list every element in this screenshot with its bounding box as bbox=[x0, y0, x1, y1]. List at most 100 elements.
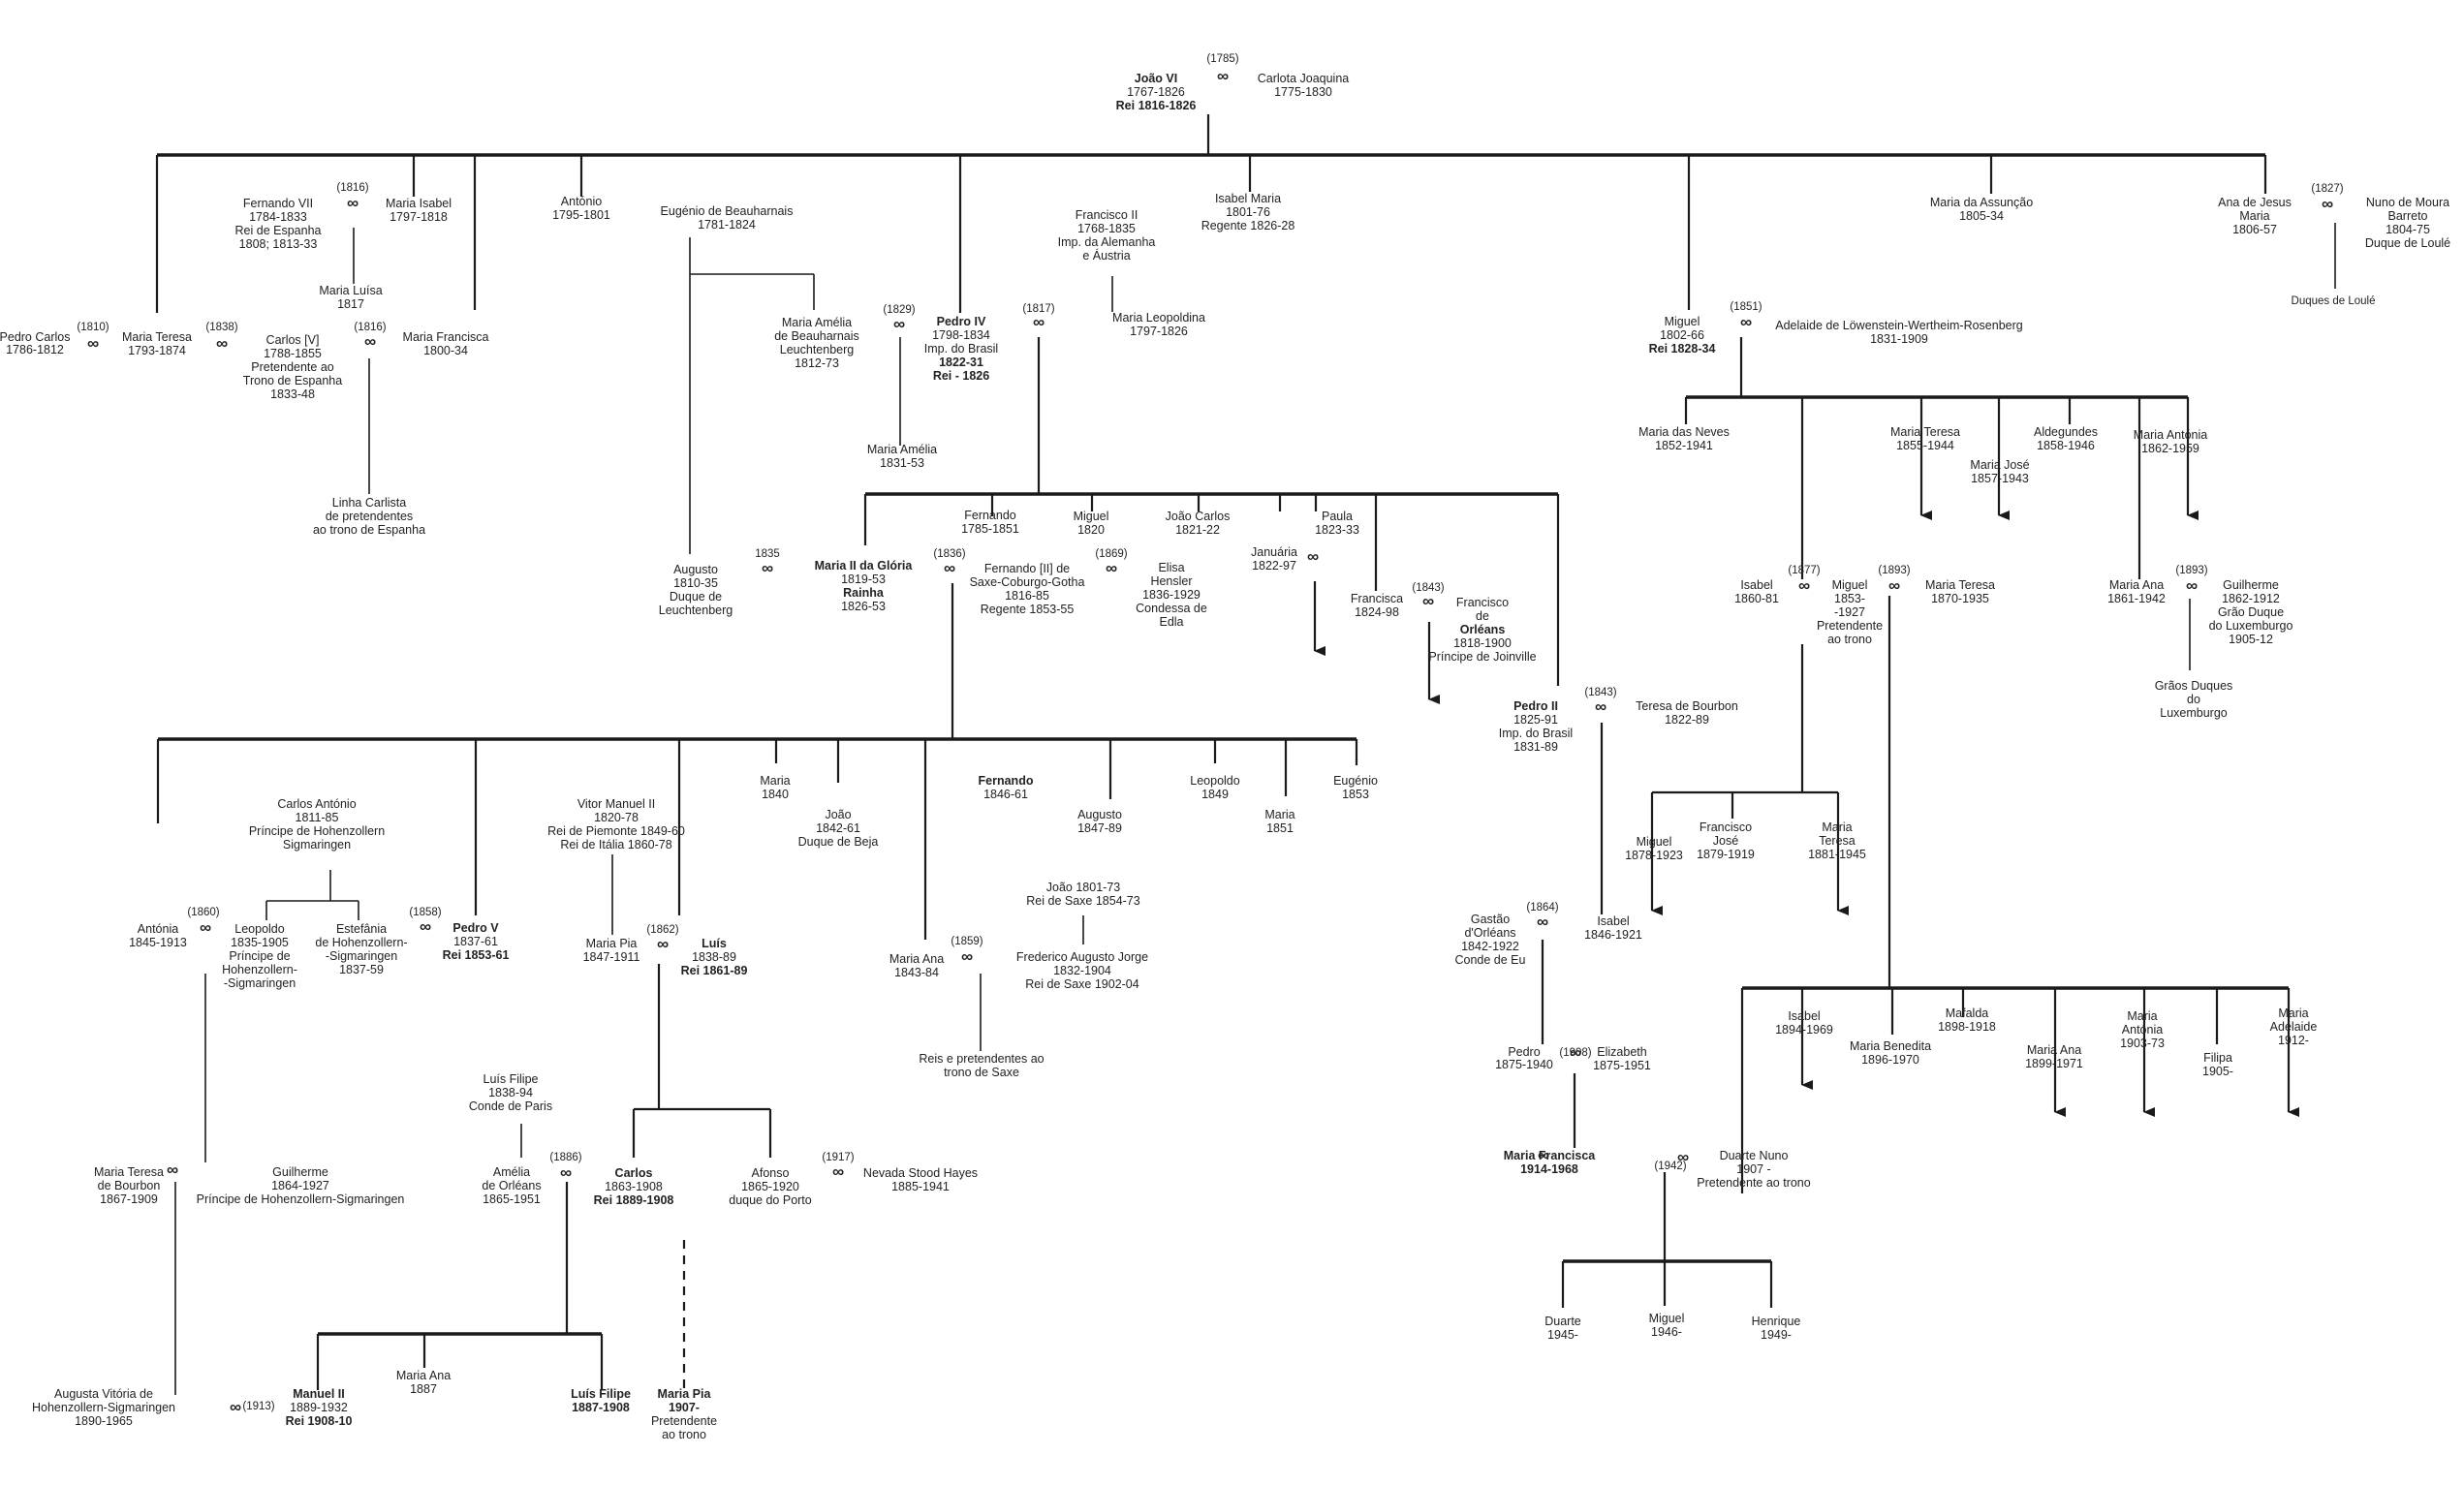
marriage-symbol: ∞ bbox=[1740, 313, 1752, 331]
person-line: 1853- bbox=[1834, 592, 1865, 605]
marriage-symbol: ∞ bbox=[216, 334, 228, 353]
marriage-year-m1877: (1877) bbox=[1788, 565, 1820, 576]
person-line: (1838) bbox=[205, 322, 237, 333]
person-line: -1927 bbox=[1834, 605, 1865, 619]
person-line: Francisca bbox=[1351, 592, 1403, 605]
person-line: Conde de Eu bbox=[1455, 953, 1526, 967]
person-line: Nevada Stood Hayes bbox=[863, 1166, 978, 1180]
person-line: Maria Teresa bbox=[1925, 578, 1995, 592]
person-line: Miguel bbox=[1665, 315, 1700, 328]
marriage-year-m1908: (1908) bbox=[1559, 1047, 1591, 1059]
person-line: Hohenzollern- bbox=[222, 963, 297, 976]
person-line: 1887-1908 bbox=[572, 1401, 630, 1414]
person-line: 1881-1945 bbox=[1808, 848, 1866, 861]
person-line: 1847-89 bbox=[1077, 821, 1122, 835]
person-line: Regente 1826-28 bbox=[1201, 219, 1295, 232]
marriage-year-m1860: (1860) bbox=[187, 907, 219, 918]
person-line: 1831-89 bbox=[1513, 740, 1558, 754]
person-line: Pedro Carlos bbox=[0, 330, 70, 344]
person-line: do bbox=[2187, 693, 2200, 706]
marriage-year-m1816a: (1816) bbox=[336, 182, 368, 194]
person-line: Teresa bbox=[1819, 834, 1856, 848]
person-line: 1863-1908 bbox=[605, 1180, 663, 1193]
person-line: Manuel II bbox=[293, 1387, 344, 1401]
marriage-year-duques-loule: Duques de Loulé bbox=[2292, 295, 2376, 307]
marriage-year-m1785: (1785) bbox=[1206, 53, 1238, 65]
person-line: Miguel bbox=[1832, 578, 1868, 592]
person-line: 1808; 1813-33 bbox=[239, 237, 318, 251]
person-line: Príncipe de Hohenzollern-Sigmaringen bbox=[197, 1192, 405, 1206]
person-line: (1908) bbox=[1559, 1047, 1591, 1059]
marriage-symbol: ∞ bbox=[1798, 576, 1810, 595]
person-line: (1816) bbox=[336, 182, 368, 194]
person-line: 1855-1944 bbox=[1896, 439, 1954, 452]
marriage-year-m1810: (1810) bbox=[77, 322, 109, 333]
person-line: Grãos Duques bbox=[2155, 679, 2233, 693]
person-line: de Hohenzollern- bbox=[315, 936, 407, 949]
person-line: Luís Filipe bbox=[483, 1072, 539, 1086]
person-line: Rei 1828-34 bbox=[1649, 342, 1716, 356]
person-line: Gastão bbox=[1471, 913, 1510, 926]
person-line: 1797-1818 bbox=[390, 210, 448, 224]
person-line: 1798-1834 bbox=[932, 328, 990, 342]
marriage-year-m1942: (1942) bbox=[1654, 1161, 1686, 1172]
person-line: Francisco bbox=[1700, 820, 1752, 834]
person-line: 1825-91 bbox=[1513, 713, 1558, 727]
marriage-symbol: ∞ bbox=[1888, 576, 1900, 595]
person-line: Antónia bbox=[2122, 1023, 2163, 1037]
person-line: Imp. da Alemanha bbox=[1058, 235, 1156, 249]
person-line: 1768-1835 bbox=[1077, 222, 1136, 235]
person-line: Rei de Itália 1860-78 bbox=[560, 838, 671, 851]
marriage-year-m1913: (1913) bbox=[242, 1401, 274, 1412]
marriage-symbol: ∞ bbox=[2186, 576, 2198, 595]
person-line: Hensler bbox=[1150, 574, 1192, 588]
person-line: 1823-33 bbox=[1315, 523, 1359, 537]
person-line: Maria das Neves bbox=[1638, 425, 1730, 439]
person-line: 1853 bbox=[1342, 788, 1369, 801]
person-line: Pretendente bbox=[651, 1414, 717, 1428]
person-line: Francisco II bbox=[1076, 208, 1138, 222]
person-line: Aldegundes bbox=[2034, 425, 2098, 439]
person-line: 1819-53 bbox=[841, 573, 886, 586]
marriage-symbol: ∞ bbox=[560, 1163, 572, 1182]
person-line: 1845-1913 bbox=[129, 936, 187, 949]
person-line: Rei de Saxe 1902-04 bbox=[1025, 977, 1138, 991]
person-line: 1885-1941 bbox=[891, 1180, 950, 1193]
person-line: (1869) bbox=[1095, 548, 1127, 560]
person-line: 1781-1824 bbox=[698, 218, 756, 232]
person-line: Leopoldo bbox=[1190, 774, 1239, 788]
person-line: Maria Teresa bbox=[1890, 425, 1960, 439]
person-line: Luís Filipe bbox=[571, 1387, 631, 1401]
person-line: Isabel bbox=[1740, 578, 1772, 592]
